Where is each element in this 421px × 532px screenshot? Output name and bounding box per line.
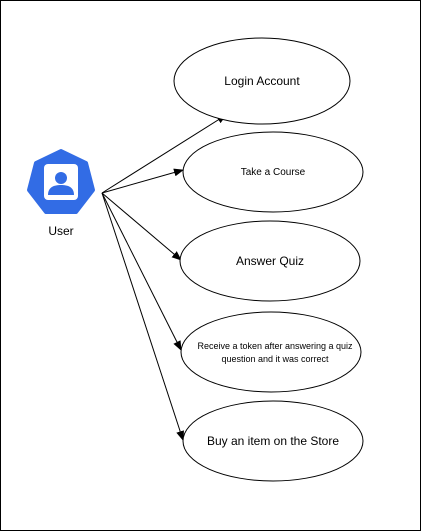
actor-label: User [48,224,74,238]
association-arrow-quiz [101,192,182,261]
use-case-ellipse-quiz[interactable] [179,220,361,302]
use-case-label-quiz: Answer Quiz [235,254,305,268]
use-case-label-store: Buy an item on the Store [206,434,340,448]
use-case-label-course: Take a Course [240,166,306,178]
use-case-label-token: Receive a token after answering a quiz q… [197,340,353,365]
use-case-ellipse-login[interactable] [173,37,351,125]
association-arrow-store [101,192,184,441]
association-arrow-login [101,114,227,194]
use-case-ellipse-token[interactable] [180,311,362,393]
use-case-label-login: Login Account [224,74,300,88]
user-actor-icon[interactable] [27,149,95,214]
association-arrow-course [101,168,184,194]
actor-body-shape [48,185,74,195]
use-case-ellipse-store[interactable] [182,400,364,482]
use-case-ellipse-course[interactable] [182,131,364,213]
actor-head-shape [55,172,67,184]
association-arrow-token [101,192,182,351]
